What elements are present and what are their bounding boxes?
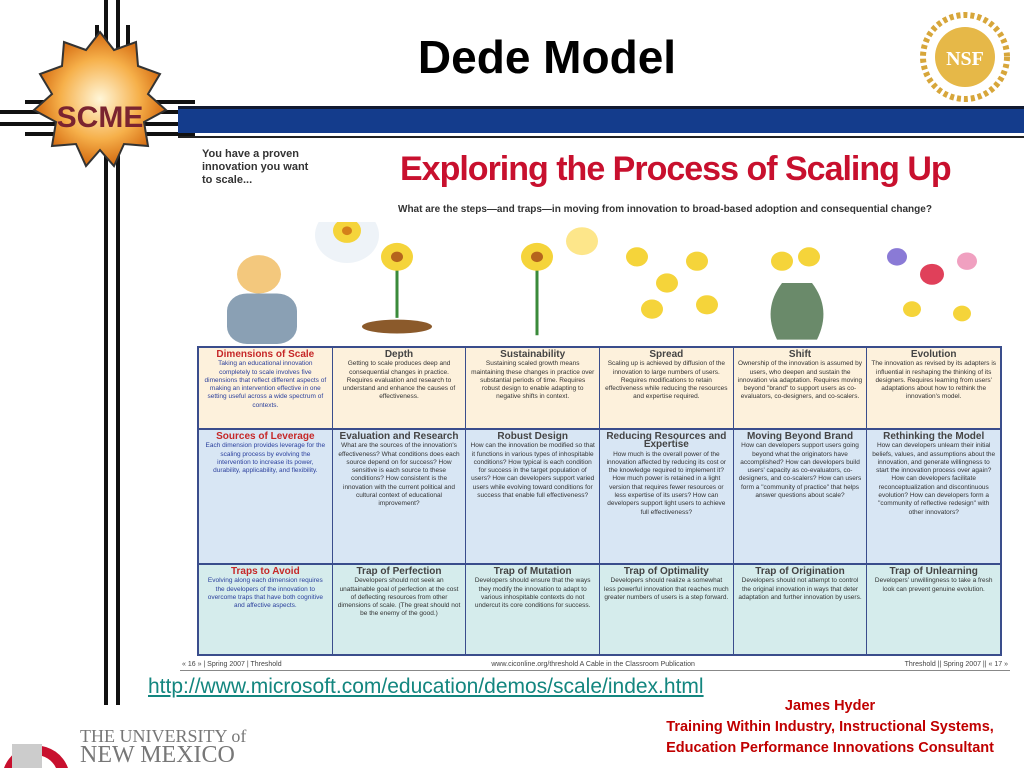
woman-illustration bbox=[227, 255, 297, 344]
zia-line bbox=[104, 0, 108, 705]
header-bar bbox=[178, 106, 1024, 133]
cell-heading: Reducing Resources and Expertise bbox=[606, 431, 727, 451]
cell-heading: Shift bbox=[788, 349, 812, 360]
intro-text: You have a proven innovation you want to… bbox=[202, 148, 309, 186]
cell-text: How can developers unlearn their initial… bbox=[872, 442, 996, 516]
cell-heading: Evolution bbox=[910, 349, 957, 360]
footer-right: Threshold || Spring 2007 || « 17 » bbox=[904, 661, 1008, 668]
scme-logo: SCME bbox=[32, 30, 168, 168]
cell-text: Developers' unwillingness to take a fres… bbox=[874, 577, 993, 593]
infographic-title: Exploring the Process of Scaling Up bbox=[400, 150, 952, 188]
cell-text: How can the innovation be modified so th… bbox=[470, 442, 595, 500]
shift-vase-icon bbox=[770, 247, 824, 340]
unm-line-1: THE UNIVERSITY of bbox=[80, 726, 247, 746]
cell-text: Ownership of the innovation is assumed b… bbox=[737, 360, 863, 401]
cell-heading: Moving Beyond Brand bbox=[746, 431, 854, 442]
infographic-subtitle: What are the steps—and traps—in moving f… bbox=[398, 204, 932, 215]
cell-text: Each dimension provides leverage for the… bbox=[205, 442, 326, 475]
cell-text: Taking an educational innovation complet… bbox=[204, 360, 327, 409]
cell-heading: Rethinking the Model bbox=[883, 431, 985, 442]
header-rule bbox=[178, 136, 1024, 138]
svg-text:NSF: NSF bbox=[946, 48, 984, 70]
presenter-name: James Hyder bbox=[784, 698, 876, 714]
cell-heading: Trap of Optimality bbox=[623, 566, 709, 577]
unm-logo: THE UNIVERSITY of NEW MEXICO bbox=[0, 718, 260, 768]
cell-heading: Dimensions of Scale bbox=[216, 349, 315, 360]
cell-text: Developers should realize a somewhat les… bbox=[604, 577, 729, 601]
depth-flower-icon bbox=[362, 242, 432, 334]
cell-text: What are the sources of the innovation's… bbox=[338, 442, 460, 508]
unm-arch-icon bbox=[4, 744, 68, 768]
cell-heading: Trap of Origination bbox=[755, 566, 845, 577]
cell-heading: Traps to Avoid bbox=[230, 566, 300, 577]
cell-text: The innovation as revised by its adapter… bbox=[871, 360, 997, 401]
cell-text: Sustaining scaled growth means maintaini… bbox=[471, 360, 595, 401]
illustration-strip bbox=[227, 222, 977, 344]
cell-heading: Trap of Unlearning bbox=[889, 566, 978, 577]
footer-center: www.ciconline.org/threshold A Cable in t… bbox=[491, 661, 695, 668]
cell-text: How much is the overall power of the inn… bbox=[606, 450, 727, 516]
cell-heading: Robust Design bbox=[497, 431, 568, 442]
nsf-logo: NSF bbox=[920, 12, 1010, 102]
thought-flower-icon bbox=[315, 222, 379, 263]
cell-text: Developers should ensure that the ways t… bbox=[474, 577, 591, 610]
cell-text: Scaling up is achieved by diffusion of t… bbox=[605, 360, 728, 401]
footer-left: « 16 » | Spring 2007 | Threshold bbox=[182, 661, 282, 668]
source-link[interactable]: http://www.microsoft.com/education/demos… bbox=[148, 675, 704, 698]
cell-text: Evolving along each dimension requires t… bbox=[207, 577, 323, 610]
presenter-title-2: Education Performance Innovations Consul… bbox=[666, 740, 994, 756]
cell-text: Getting to scale produces deep and conse… bbox=[342, 360, 456, 401]
cell-heading: Trap of Mutation bbox=[493, 566, 572, 577]
unm-line-2: NEW MEXICO bbox=[80, 742, 235, 768]
cell-heading: Sustainability bbox=[500, 349, 566, 360]
cell-text: Developers should not attempt to control… bbox=[738, 577, 862, 601]
zia-line bbox=[116, 0, 120, 705]
cell-heading: Sources of Leverage bbox=[216, 431, 315, 442]
scaling-infographic: You have a proven innovation you want to… bbox=[180, 140, 1010, 675]
cell-text: How can developers support users going b… bbox=[738, 442, 862, 500]
sun-icon bbox=[566, 227, 598, 256]
evolution-flowers-icon bbox=[887, 248, 977, 322]
sustainability-flower-icon bbox=[521, 227, 598, 336]
cell-heading: Evaluation and Research bbox=[339, 431, 459, 442]
cell-heading: Depth bbox=[384, 349, 414, 360]
magazine-footer: « 16 » | Spring 2007 | Threshold www.cic… bbox=[180, 661, 1010, 671]
cell-heading: Spread bbox=[649, 349, 684, 360]
cell-heading: Trap of Perfection bbox=[356, 566, 442, 577]
presenter-title-1: Training Within Industry, Instructional … bbox=[666, 719, 994, 735]
presenter-credit: James Hyder Training Within Industry, In… bbox=[666, 696, 994, 759]
svg-text:SCME: SCME bbox=[57, 101, 144, 134]
spread-flowers-icon bbox=[626, 247, 718, 319]
slide-title: Dede Model bbox=[417, 31, 677, 83]
cell-text: Developers should not seek an unattainab… bbox=[337, 577, 461, 618]
